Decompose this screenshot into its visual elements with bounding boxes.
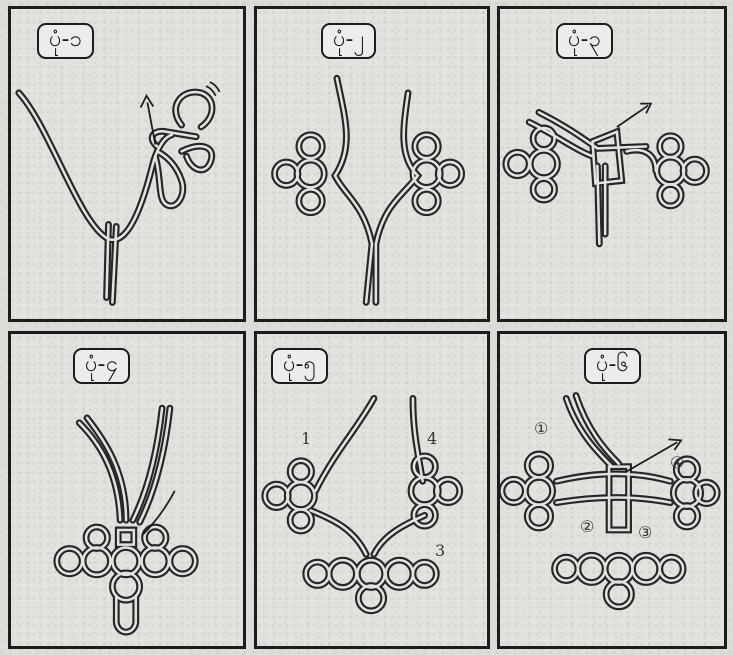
step-panel-4: ပုံ-၄ xyxy=(8,331,246,649)
step-label-1: ပုံ-၁ xyxy=(37,23,94,59)
cord-mark-circled-1: ① xyxy=(534,420,548,438)
cord-mark-4: 4 xyxy=(427,430,437,448)
step-label-6: ပုံ-၆ xyxy=(584,348,641,384)
step-label-3: ပုံ-၃ xyxy=(556,23,613,59)
step-panel-2: ပုံ-၂ xyxy=(254,6,490,322)
step-label-4: ပုံ-၄ xyxy=(73,348,130,384)
step-label-2: ပုံ-၂ xyxy=(321,23,376,59)
step-panel-6: ပုံ-၆ ① ② ③ ④ xyxy=(497,331,727,649)
cord-mark-circled-3: ③ xyxy=(638,524,652,542)
knot-step-3-icon xyxy=(500,9,724,319)
step-label-5: ပုံ-၅ xyxy=(271,348,328,384)
step-panel-3: ပုံ-၃ xyxy=(497,6,727,322)
cord-mark-circled-2: ② xyxy=(580,518,594,536)
cord-mark-3: 3 xyxy=(435,542,445,560)
step-panel-5: ပုံ-၅ 1 4 3 xyxy=(254,331,490,649)
step-panel-1: ပုံ-၁ xyxy=(8,6,246,322)
cord-mark-1: 1 xyxy=(301,430,311,448)
cord-mark-circled-4: ④ xyxy=(670,454,684,472)
